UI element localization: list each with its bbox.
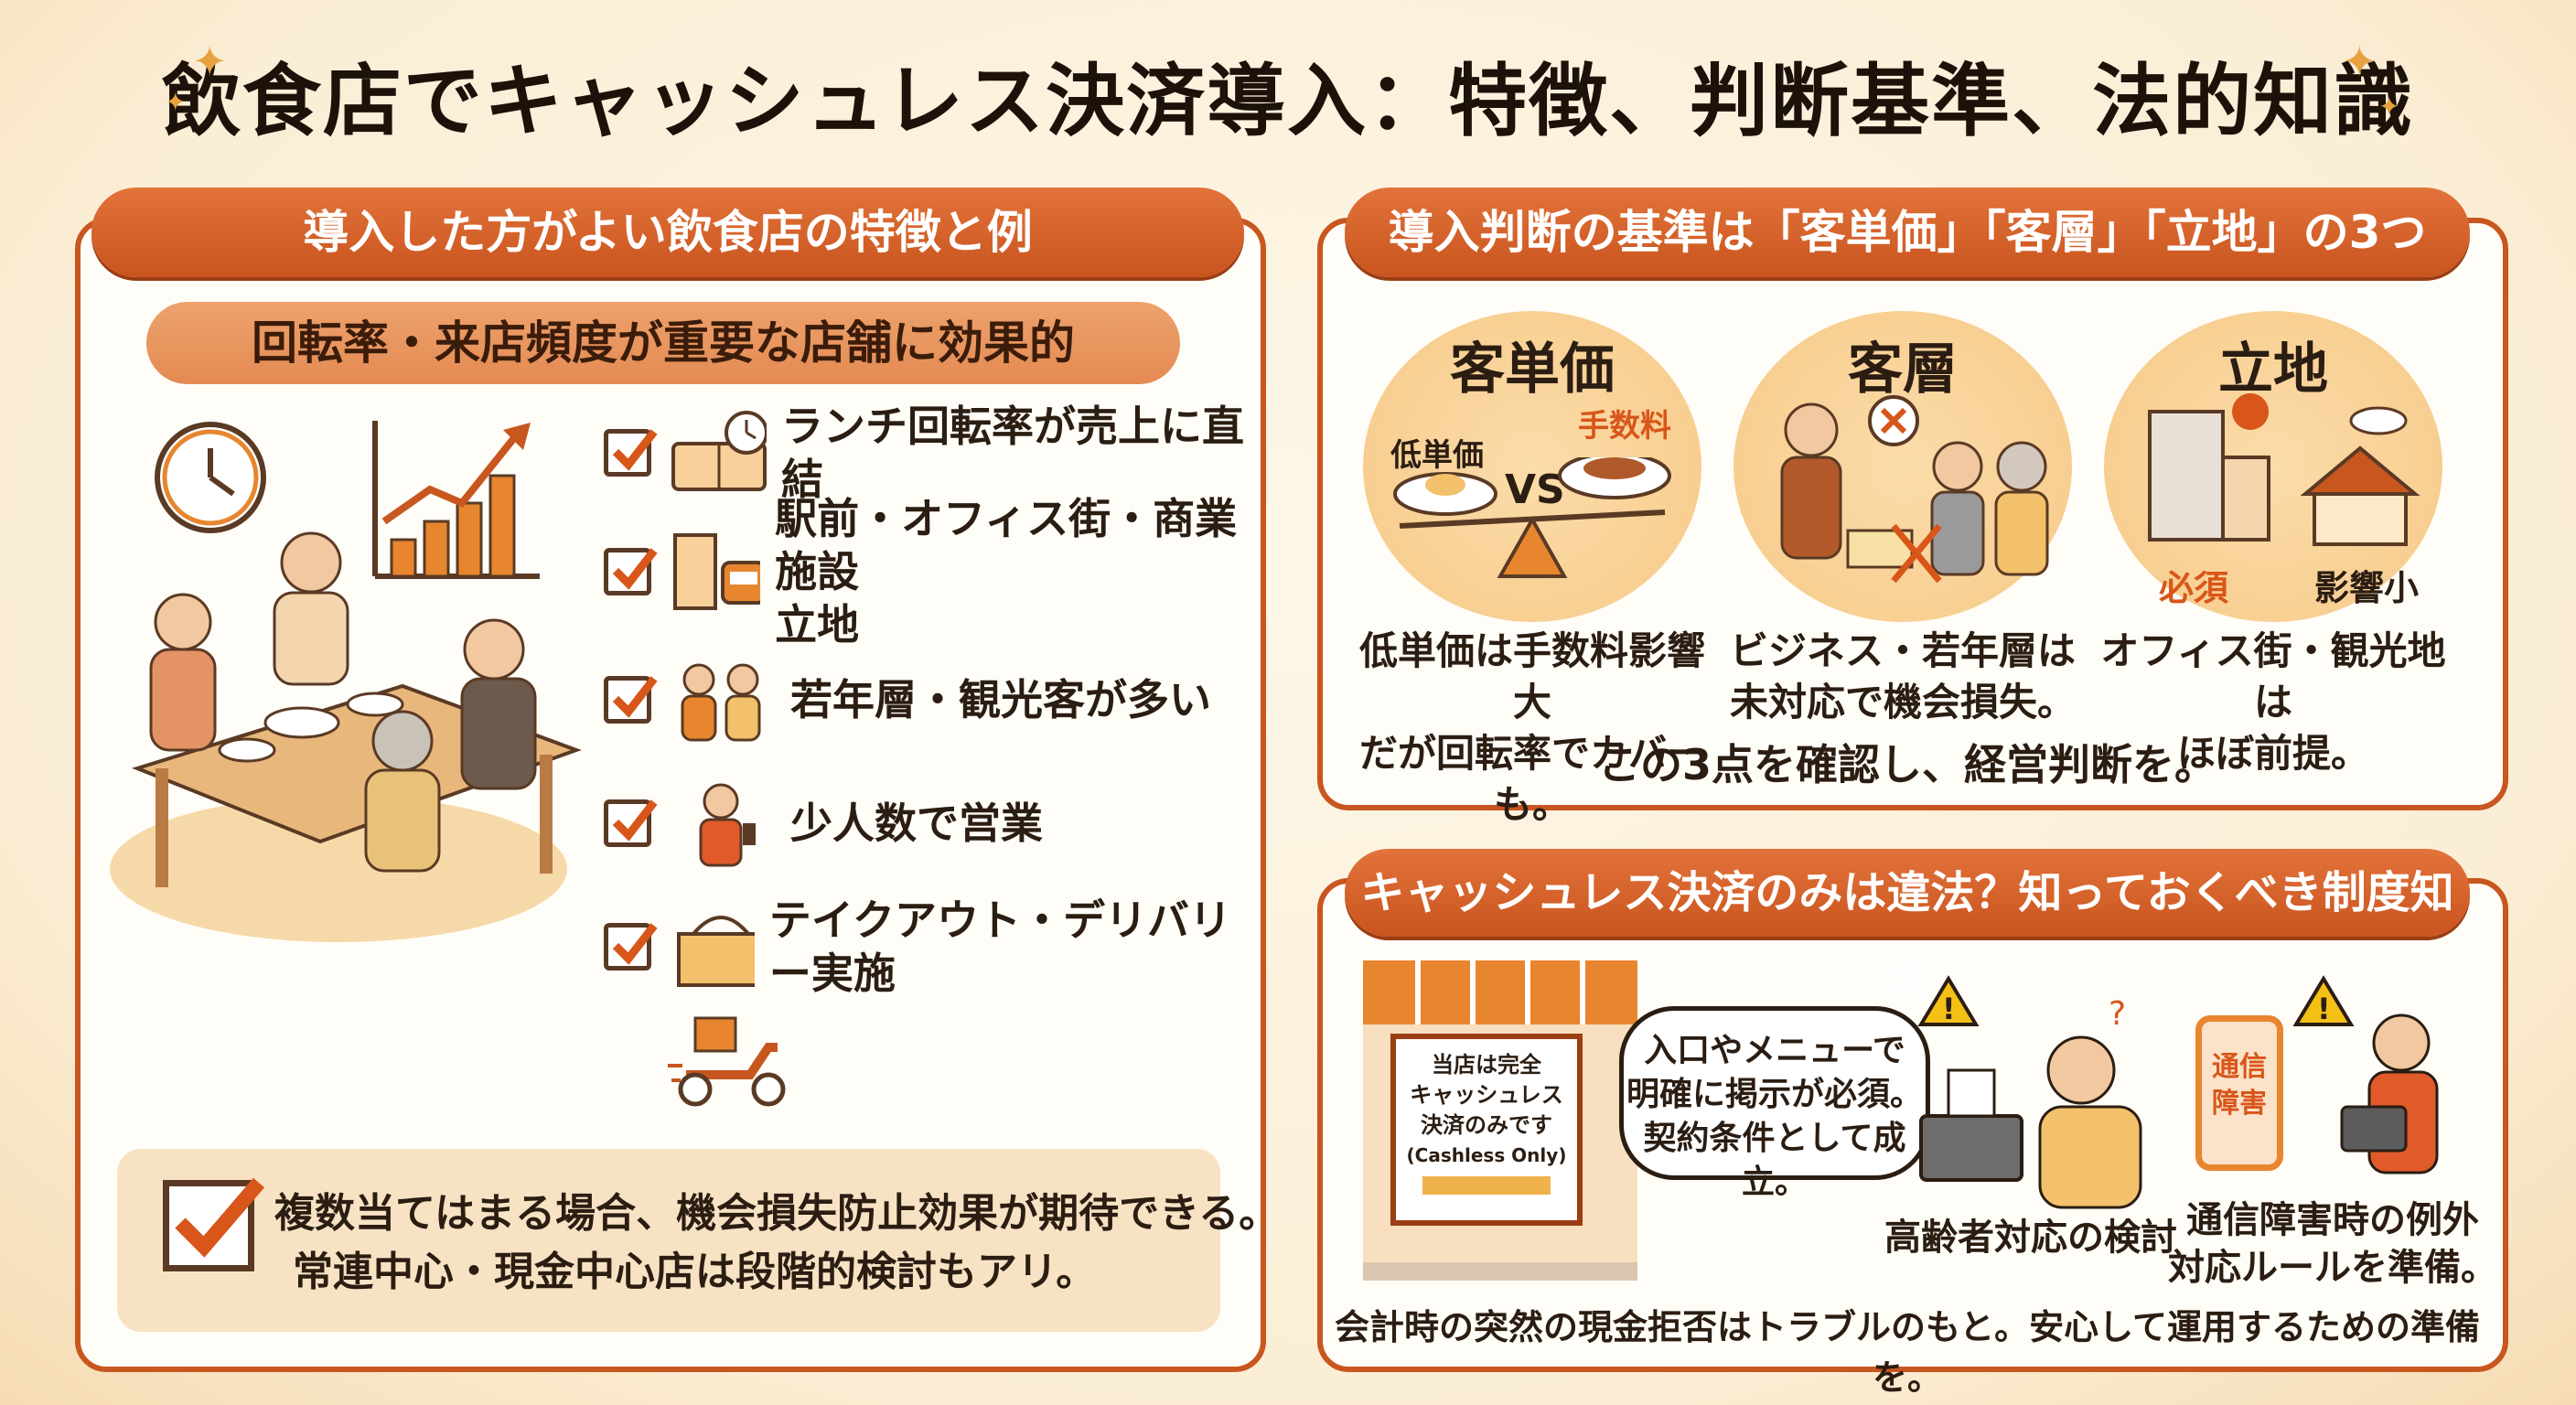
bubble-line: 契約条件として成立。	[1643, 1120, 1906, 1201]
criteria-description: ビジネス・若年層は 未対応で機会損失。	[1715, 626, 2090, 728]
checkbox-icon	[604, 548, 658, 595]
note-line: 常連中心・現金中心店は段階的検討もアリ。	[293, 1249, 1097, 1295]
features-banner: 導入した方がよい飲食店の特徴と例	[91, 188, 1244, 277]
desc-line: 未対応で機会損失。	[1729, 680, 2076, 724]
recommendation-note	[117, 1149, 1220, 1332]
criteria-description: 低単価は手数料影響大 だが回転率でカバーも。	[1345, 626, 1720, 831]
staff-icon	[699, 783, 756, 867]
checkbox-icon	[604, 676, 658, 724]
restaurant-table-illustration	[110, 531, 582, 942]
svg-text:!: !	[1942, 992, 1956, 1026]
bubble-line: 入口やメニューで	[1644, 1032, 1905, 1069]
growth-chart-icon	[372, 421, 540, 579]
sparkle-icon: ✦	[165, 87, 187, 117]
checkbox-icon	[604, 923, 658, 971]
sign-line: 当店は完全	[1432, 1052, 1541, 1078]
recommendation-text: 複数当てはまる場合、機会損失防止効果が期待できる。 常連中心・現金中心店は段階的…	[274, 1185, 1279, 1302]
sign-line: キャッシュレス	[1410, 1082, 1563, 1108]
feature-label: ランチ回転率が売上に直結	[781, 402, 1244, 504]
list-item: 駅前・オフィス街・商業施設 立地	[604, 494, 1244, 649]
criteria-title: 立地	[2218, 338, 2328, 402]
legal-footer: 会計時の突然の現金拒否はトラブルのもと。安心して運用するための準備を。	[1334, 1307, 2481, 1398]
sparkle-icon: ✦	[2378, 91, 2400, 122]
checkbox-icon	[604, 429, 658, 477]
low-price-label: 低単価	[1390, 437, 1484, 474]
vs-label: VS	[1505, 467, 1565, 513]
arrow-icon	[1422, 1176, 1551, 1195]
cashless-sign: 当店は完全 キャッシュレス 決済のみです (Cashless Only)	[1390, 1034, 1583, 1226]
takeout-box-icon	[677, 916, 755, 987]
desc-line: 低単価は手数料影響大	[1358, 628, 1705, 724]
low-impact-label: 影響小	[2314, 568, 2420, 608]
delivery-scooter-icon	[668, 1016, 786, 1107]
criteria-banner: 導入判断の基準は「客単価」「客層」「立地」の3つ	[1345, 188, 2470, 277]
elderly-caption: 高齢者対応の検討	[1884, 1217, 2177, 1259]
svg-text:?: ?	[2109, 995, 2126, 1033]
elderly-customer-illustration: ! ?	[1917, 975, 2142, 1209]
required-label: 必須	[2159, 568, 2229, 608]
checkbox-icon	[163, 1177, 265, 1271]
speech-bubble: 入口やメニューで 明確に掲示が必須。 契約条件として成立。	[1619, 1006, 1930, 1201]
feature-label: 若年層・観光客が多い	[790, 675, 1211, 724]
sparkle-icon: ✦	[192, 37, 228, 86]
customer-segment-illustration	[1780, 395, 2049, 584]
criteria-title: 客単価	[1450, 338, 1615, 402]
building-train-icon	[673, 533, 761, 610]
note-line: 複数当てはまる場合、機会損失防止効果が期待できる。	[274, 1190, 1280, 1237]
staff-tablet-illustration: !	[2292, 975, 2439, 1174]
list-item: 若年層・観光客が多い	[604, 640, 1244, 759]
sign-line: (Cashless Only)	[1406, 1144, 1567, 1166]
outage-caption: 通信障害時の例外 対応ルールを準備。	[2168, 1196, 2497, 1292]
feature-list: ランチ回転率が売上に直結 駅前・オフィス街・商業施設 立地 若年層・観光客が多い…	[604, 402, 1244, 1006]
desc-line: ほぼ前提。	[2176, 731, 2369, 776]
list-item: 少人数で営業	[604, 759, 1244, 887]
checkbox-icon	[604, 799, 658, 847]
features-subbanner: 回転率・来店頻度が重要な店舗に効果的	[146, 302, 1180, 384]
dining-scene-illustration	[110, 421, 582, 942]
young-people-icon	[681, 663, 761, 742]
clock-icon	[155, 422, 266, 533]
list-item: ランチ回転率が売上に直結	[604, 402, 1244, 504]
caption-line: 対応ルールを準備。	[2168, 1247, 2497, 1289]
desc-line: オフィス街・観光地は	[2100, 628, 2446, 724]
page-title: 飲食店でキャッシュレス決済導入：特徴、判断基準、法的知識	[161, 56, 2415, 147]
feature-label: 少人数で営業	[790, 799, 1043, 848]
criteria-title: 客層	[1848, 338, 1958, 402]
svg-text:!: !	[2317, 992, 2331, 1026]
sign-line: 決済のみです	[1421, 1112, 1552, 1138]
feature-label: テイクアウト・デリバリー実施	[768, 896, 1231, 998]
balance-scale-icon	[1393, 457, 1671, 578]
desc-line: ビジネス・若年層は	[1729, 628, 2076, 673]
criteria-summary: この3点を確認し、経営判断を。	[1597, 740, 2216, 789]
bento-clock-icon	[671, 411, 767, 491]
location-illustration	[2148, 393, 2420, 546]
caption-line: 通信障害時の例外	[2186, 1199, 2479, 1241]
desc-line: だが回転率でカバーも。	[1358, 731, 1705, 827]
sparkle-icon: ✦	[2342, 37, 2377, 86]
list-item: テイクアウト・デリバリー実施	[604, 887, 1244, 1006]
criteria-description: オフィス街・観光地は ほぼ前提。	[2086, 626, 2461, 779]
fee-label: 手数料	[1578, 408, 1671, 445]
bubble-line: 明確に掲示が必須。	[1626, 1076, 1923, 1113]
feature-label: 駅前・オフィス街・商業施設 立地	[775, 494, 1238, 649]
legal-banner: キャッシュレス決済のみは違法？知っておくべき制度知識	[1345, 849, 2470, 1006]
outage-phone-icon: 通信 障害	[2195, 1015, 2283, 1171]
